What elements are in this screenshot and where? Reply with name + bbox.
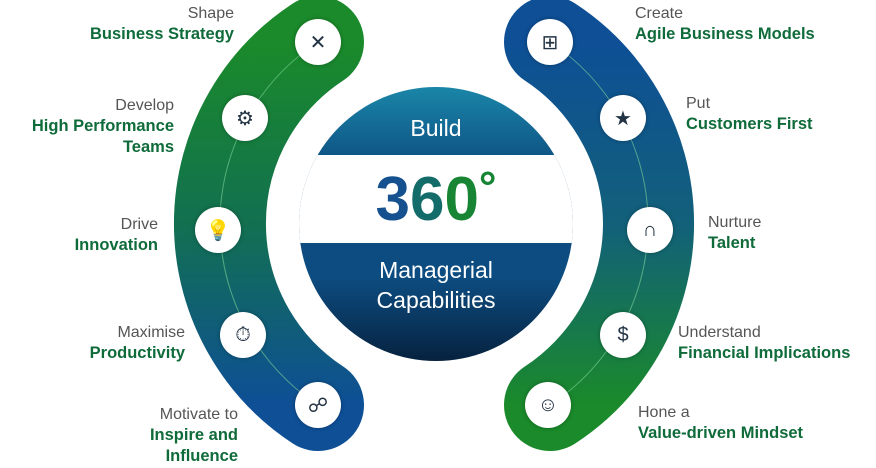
strategy-icon: ✕ [295,19,341,65]
brain-bulb-icon: 💡 [195,207,241,253]
center-line1: Managerial [379,257,493,283]
flowchart-icon: ⊞ [527,19,573,65]
customers-stars-icon: ★ [600,95,646,141]
head-circuit-icon: ☺ [525,382,571,428]
team-gear-icon: ⚙ [222,95,268,141]
degree: ° [478,163,497,212]
magnet-people-icon: ∩ [627,207,673,253]
center-line2: Capabilities [376,287,496,313]
center-top: Build [410,115,462,141]
clock-chart-icon: ⏱ [220,312,266,358]
digit: 6 [409,164,445,234]
network-person-icon: ☍ [295,382,341,428]
digit: 0 [444,164,479,234]
digit: 3 [375,164,410,234]
dollar-cycle-icon: $ [600,312,646,358]
